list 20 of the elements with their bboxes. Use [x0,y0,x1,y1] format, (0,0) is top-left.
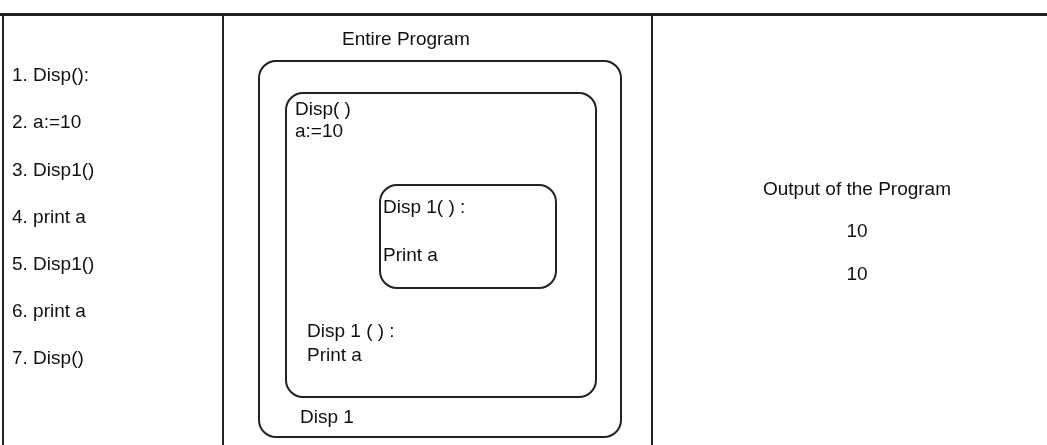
code-line: 2. a:=10 [12,111,82,133]
code-text: Disp 1( ) : [383,196,466,218]
output-value: 10 [846,220,868,242]
code-line: 4. print a [12,206,86,228]
code-line: 5. Disp1() [12,253,95,275]
rounded-box [379,184,557,289]
code-text: Print a [383,244,438,266]
code-line: 3. Disp1() [12,159,95,181]
code-line: 7. Disp() [12,347,84,369]
code-line: 1. Disp(): [12,64,90,86]
code-text: Disp 1 [300,406,354,428]
column-heading: Output of the Program [763,178,951,200]
rounded-box [285,92,597,398]
box-heading: Entire Program [342,28,470,50]
code-text: a:=10 [295,120,344,142]
code-line: 6. print a [12,300,86,322]
code-text: Disp 1 ( ) : [307,320,395,342]
code-text: Disp( ) [295,98,351,120]
output-value: 10 [846,263,868,285]
code-text: Print a [307,344,362,366]
